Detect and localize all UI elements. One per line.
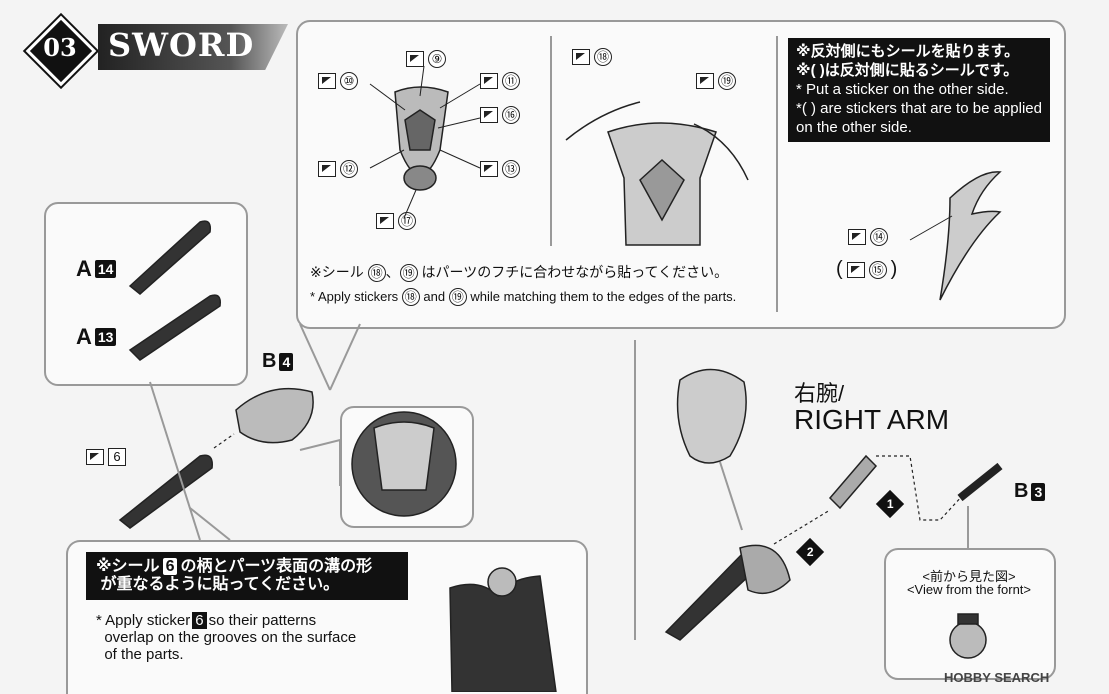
sword-arm-illustration — [666, 456, 876, 640]
guard-wing-illustration — [940, 172, 1000, 300]
sword-handle-illustration — [120, 455, 212, 528]
guard-pattern-illustration — [450, 568, 556, 692]
callout-lines-right — [720, 462, 968, 548]
front-view-illustration — [950, 614, 986, 658]
blade-base-illustration — [566, 102, 748, 245]
right-arm-shell-illustration — [678, 369, 747, 463]
guard-illustration — [395, 87, 448, 190]
b3-part-illustration — [960, 466, 1000, 498]
zoom-circle-illustration — [352, 412, 456, 516]
b4-guard-illustration — [236, 389, 313, 443]
blade-parts-illustration — [130, 221, 220, 360]
